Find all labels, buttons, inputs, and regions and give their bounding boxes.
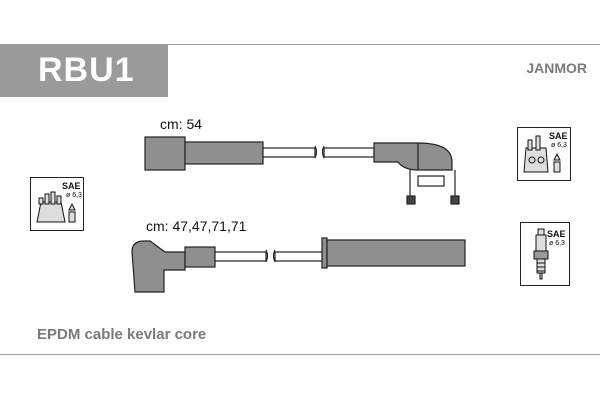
- spark-plug-badge: SAE ø 6,3: [520, 222, 570, 286]
- distributor-badge-right: SAE ø 6,3: [517, 127, 571, 181]
- sae-label: SAE: [62, 181, 81, 191]
- cable-2-wire-right: [274, 251, 326, 262]
- cable-1-clip-body: [417, 175, 445, 187]
- cable-1-wire-right: [323, 147, 375, 158]
- cable-1-wire-left: [262, 147, 316, 158]
- cable-2-break-mark-right: [272, 249, 276, 263]
- cable-1-clip-legs: [409, 170, 456, 196]
- diameter-label: ø 6,3: [551, 142, 567, 149]
- distributor-cap-icon: [523, 135, 561, 173]
- distributor-badge-left: SAE ø 6,3: [30, 177, 84, 231]
- cable-2-boot-ring: [321, 237, 328, 269]
- footer-rule: [0, 354, 600, 355]
- diameter-label: ø 6,3: [66, 192, 82, 199]
- cable-1: [144, 136, 460, 205]
- sae-label: SAE: [549, 131, 568, 141]
- cable-1-clip-foot-left: [406, 195, 416, 205]
- cable-2-boot-sleeve: [184, 246, 216, 268]
- cable-1-boot-sleeve: [184, 141, 264, 165]
- spark-plug-icon: [533, 228, 549, 280]
- cable-2: [131, 237, 466, 293]
- cable-2-angled-boot: [131, 240, 186, 293]
- cable-2-break-mark-left: [265, 249, 269, 263]
- cable-1-clip-foot-right: [450, 195, 460, 205]
- cable-1-break-mark-left: [314, 145, 318, 159]
- cable-1-break-mark-right: [321, 145, 325, 159]
- cable-2-wire-left: [214, 251, 267, 262]
- cable-description: EPDM cable kevlar core: [37, 326, 207, 343]
- header-rule: [168, 44, 600, 45]
- diameter-label: ø 6,3: [549, 240, 565, 247]
- brand-name: JANMOR: [526, 60, 587, 76]
- part-code-banner: [0, 44, 168, 97]
- distributor-cap-icon: [36, 191, 76, 223]
- cable-1-angled-boot: [373, 142, 453, 171]
- cable-length-label-1: cm: 54: [160, 116, 203, 132]
- cable-1-straight-boot: [144, 136, 186, 171]
- sae-label: SAE: [547, 229, 566, 239]
- cable-2-straight-boot: [326, 239, 466, 267]
- part-code: RBU1: [38, 51, 135, 89]
- cable-length-label-2: cm: 47,47,71,71: [146, 218, 247, 234]
